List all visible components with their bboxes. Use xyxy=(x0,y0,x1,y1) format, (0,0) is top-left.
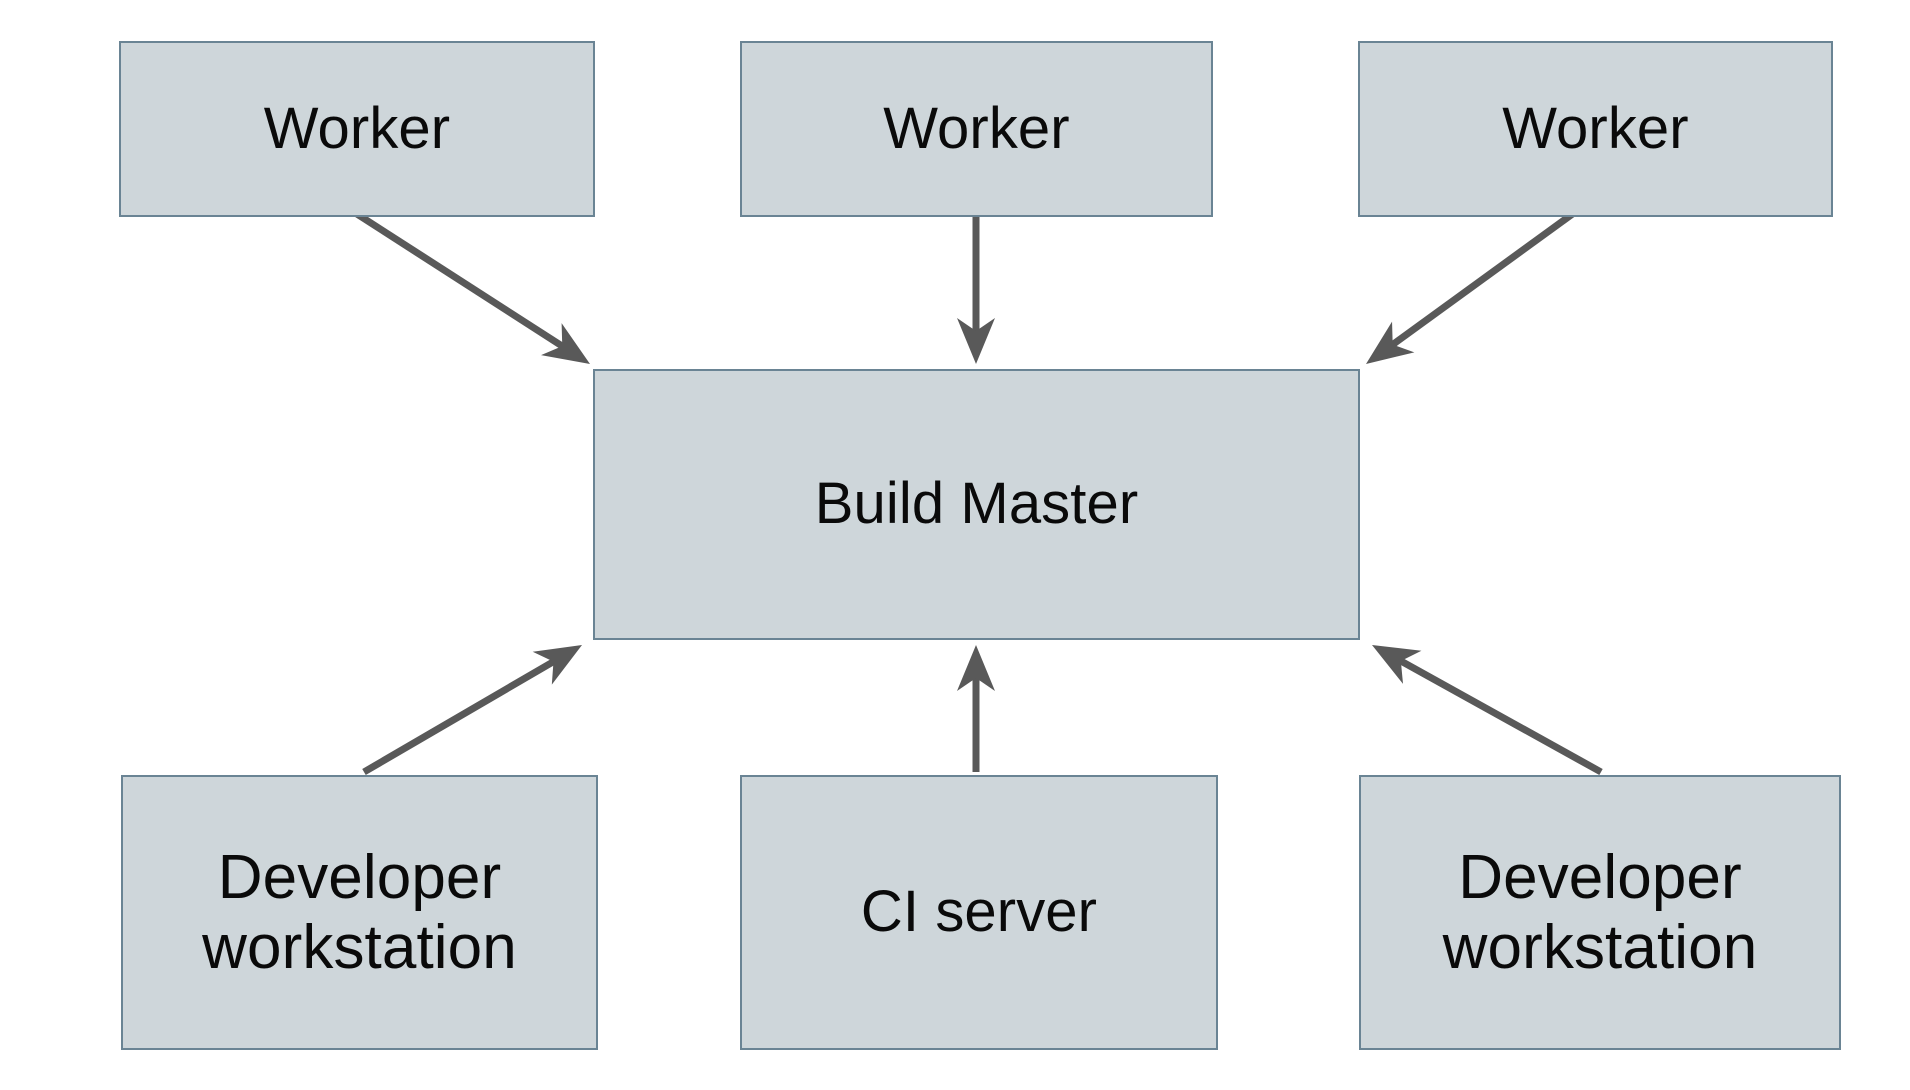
node-label: Worker xyxy=(1502,95,1689,161)
edge-arrowhead xyxy=(1372,645,1422,684)
edge-arrowhead xyxy=(541,323,590,364)
node-build-master[interactable]: Build Master xyxy=(593,369,1360,640)
node-label: Build Master xyxy=(814,471,1139,537)
node-ci-server[interactable]: CI server xyxy=(740,775,1218,1050)
node-worker-1[interactable]: Worker xyxy=(119,41,595,217)
edge-line xyxy=(362,656,560,776)
node-worker-3[interactable]: Worker xyxy=(1358,41,1833,217)
edge-line xyxy=(1395,655,1603,776)
node-label: Worker xyxy=(883,95,1070,161)
edge-arrowhead xyxy=(1366,321,1415,364)
node-developer-workstation-left[interactable]: Developer workstation xyxy=(121,775,598,1050)
node-label: CI server xyxy=(860,879,1098,945)
edge-arrowhead xyxy=(532,645,582,685)
edge-arrowhead xyxy=(957,318,995,364)
node-developer-workstation-right[interactable]: Developer workstation xyxy=(1359,775,1841,1050)
node-label: Worker xyxy=(263,95,451,161)
node-label: Developer workstation xyxy=(202,843,517,982)
node-label: Developer workstation xyxy=(1442,843,1758,982)
edge-arrowhead xyxy=(957,645,995,691)
node-worker-2[interactable]: Worker xyxy=(740,41,1213,217)
